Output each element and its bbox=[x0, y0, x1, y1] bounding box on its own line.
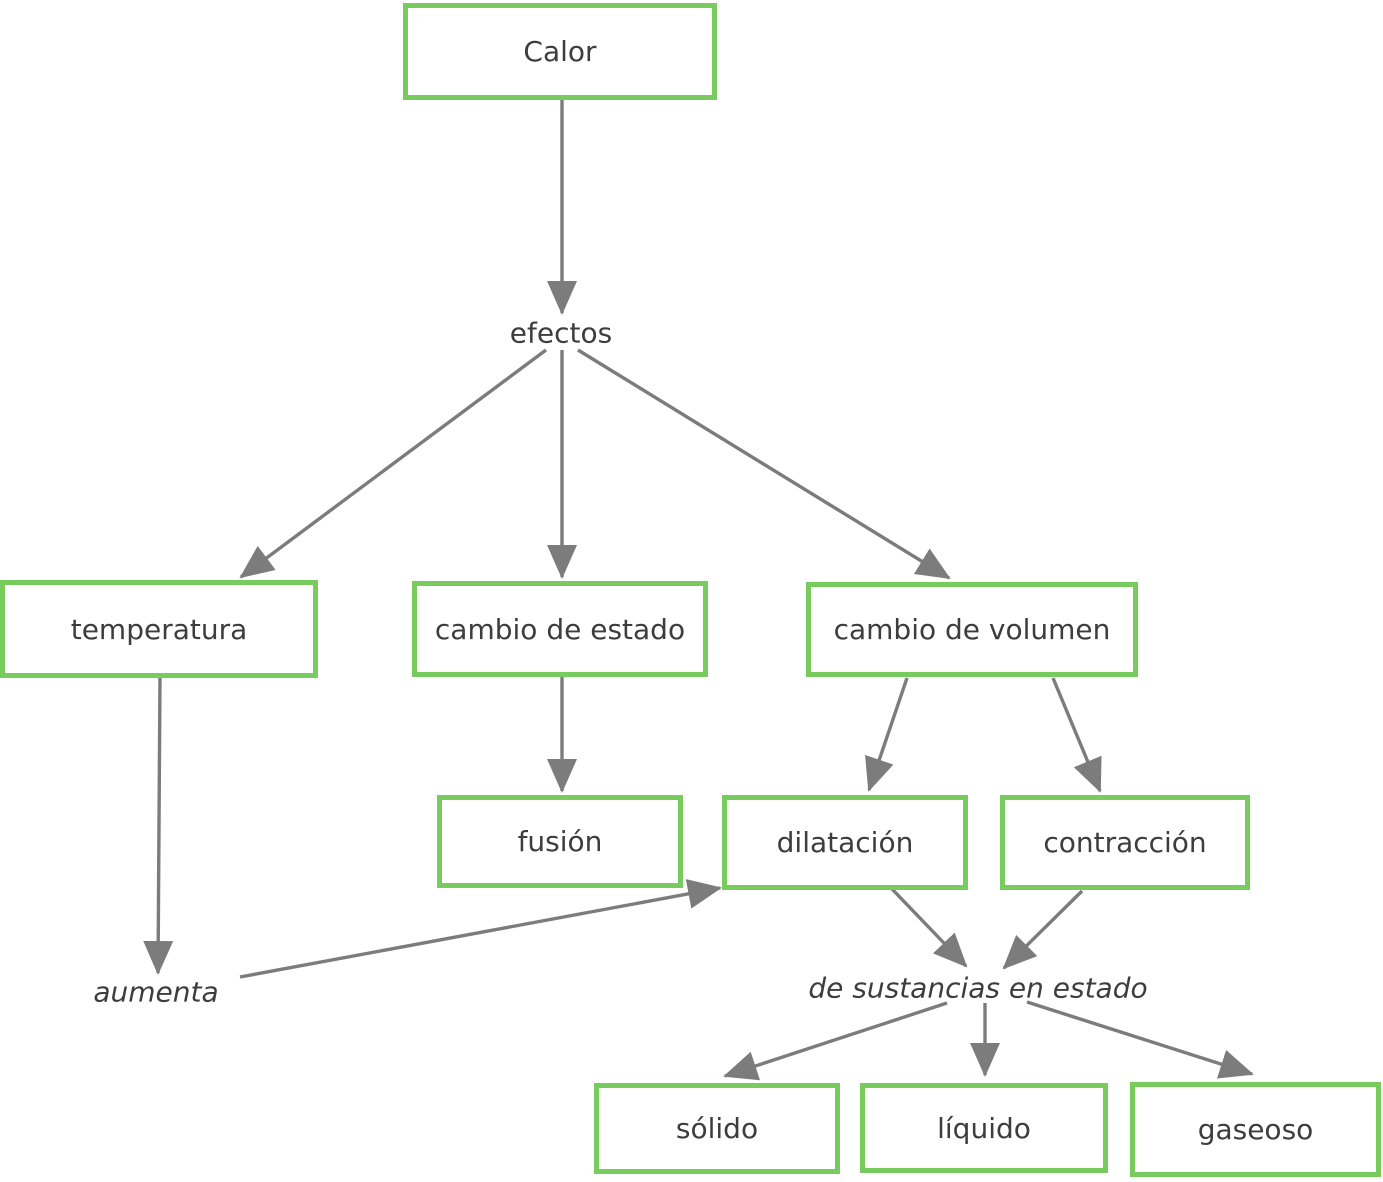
edge-cambio-volumen-contraccion bbox=[1051, 677, 1102, 793]
node-dilatacion: dilatación bbox=[722, 795, 968, 890]
edge-efectos-cambio-volumen bbox=[577, 348, 951, 580]
node-gaseoso-label: gaseoso bbox=[1197, 1113, 1314, 1146]
edge-dilatacion-sustancias bbox=[890, 887, 968, 968]
node-gaseoso: gaseoso bbox=[1130, 1082, 1381, 1177]
edge-contraccion-sustancias bbox=[1002, 889, 1084, 970]
node-aumenta: aumenta bbox=[93, 976, 218, 1009]
node-dilatacion-label: dilatación bbox=[776, 826, 914, 859]
node-calor: Calor bbox=[403, 3, 717, 100]
node-temperatura: temperatura bbox=[0, 580, 318, 678]
node-temperatura-label: temperatura bbox=[70, 612, 248, 646]
edge-temperatura-aumenta bbox=[143, 676, 174, 975]
node-fusion-label: fusión bbox=[517, 825, 603, 858]
node-fusion: fusión bbox=[437, 795, 683, 888]
node-solido: sólido bbox=[594, 1083, 840, 1174]
node-liquido-label: líquido bbox=[937, 1111, 1031, 1145]
edge-aumenta-dilatacion bbox=[239, 879, 722, 979]
node-liquido: líquido bbox=[860, 1083, 1108, 1173]
node-contraccion-label: contracción bbox=[1043, 826, 1207, 859]
node-cambio-de-volumen: cambio de volumen bbox=[806, 582, 1138, 677]
edge-sustancias-solido bbox=[723, 1001, 948, 1081]
edge-cambio-volumen-dilatacion bbox=[865, 677, 909, 792]
node-cambio-de-estado: cambio de estado bbox=[412, 581, 708, 677]
node-calor-label: Calor bbox=[523, 35, 597, 68]
node-cambio-de-estado-label: cambio de estado bbox=[434, 612, 686, 646]
node-efectos-label: efectos bbox=[509, 316, 613, 350]
node-de-sustancias-en-estado: de sustancias en estado bbox=[808, 972, 1147, 1005]
node-aumenta-label: aumenta bbox=[93, 975, 219, 1009]
edge-sustancias-gaseoso bbox=[1026, 1000, 1254, 1079]
node-de-sustancias-en-estado-label: de sustancias en estado bbox=[808, 971, 1148, 1005]
node-efectos: efectos bbox=[510, 317, 612, 350]
node-contraccion: contracción bbox=[1000, 795, 1250, 890]
node-cambio-de-volumen-label: cambio de volumen bbox=[833, 613, 1111, 646]
edge-efectos-temperatura bbox=[239, 348, 548, 579]
node-solido-label: sólido bbox=[675, 1112, 759, 1145]
